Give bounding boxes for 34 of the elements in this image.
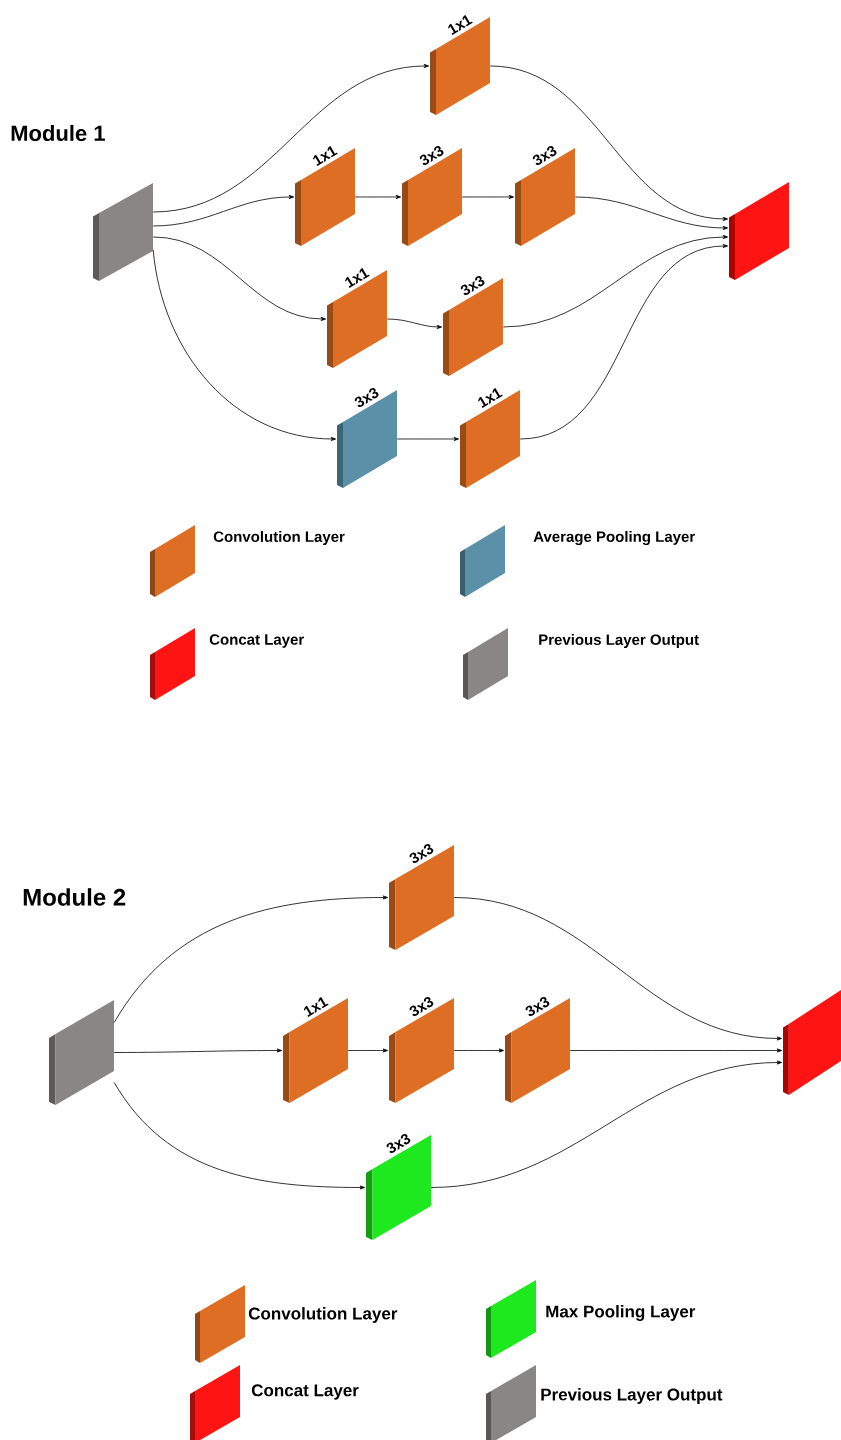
- arrow: [574, 196, 728, 230]
- layer-block: [729, 182, 789, 280]
- arrow: [453, 1048, 504, 1053]
- arrow: [347, 1048, 388, 1053]
- legend-label: Convolution Layer: [213, 531, 345, 545]
- arrow: [519, 244, 728, 440]
- module-title: Module 2: [23, 888, 126, 906]
- legend-label: Concat Layer: [209, 634, 304, 648]
- arrow: [152, 194, 294, 227]
- arrow: [453, 897, 782, 1041]
- layer-block: [93, 183, 153, 281]
- layer-block: [49, 1000, 114, 1105]
- arrow: [113, 1048, 282, 1053]
- arrow: [396, 437, 459, 441]
- arrow: [502, 234, 728, 328]
- legend-label: Max Pooling Layer: [546, 1305, 696, 1321]
- arrow: [489, 65, 728, 221]
- arrow: [152, 63, 429, 213]
- arrow: [113, 1082, 365, 1190]
- legend-label: Previous Layer Output: [541, 1388, 723, 1404]
- legend-label: Previous Layer Output: [539, 634, 699, 648]
- legend-label: Convolution Layer: [248, 1307, 398, 1323]
- arrow: [152, 236, 326, 321]
- arrow: [152, 249, 336, 441]
- legend-label: Average Pooling Layer: [533, 530, 695, 545]
- arrow: [386, 318, 442, 329]
- arrow: [430, 1060, 782, 1188]
- layer-block: [783, 990, 841, 1095]
- arrow: [113, 895, 388, 1023]
- legend-label: Concat Layer: [251, 1384, 359, 1400]
- arrow: [461, 194, 514, 199]
- module-title: Module 1: [11, 124, 105, 142]
- arrow: [569, 1048, 782, 1053]
- arrow: [354, 194, 401, 199]
